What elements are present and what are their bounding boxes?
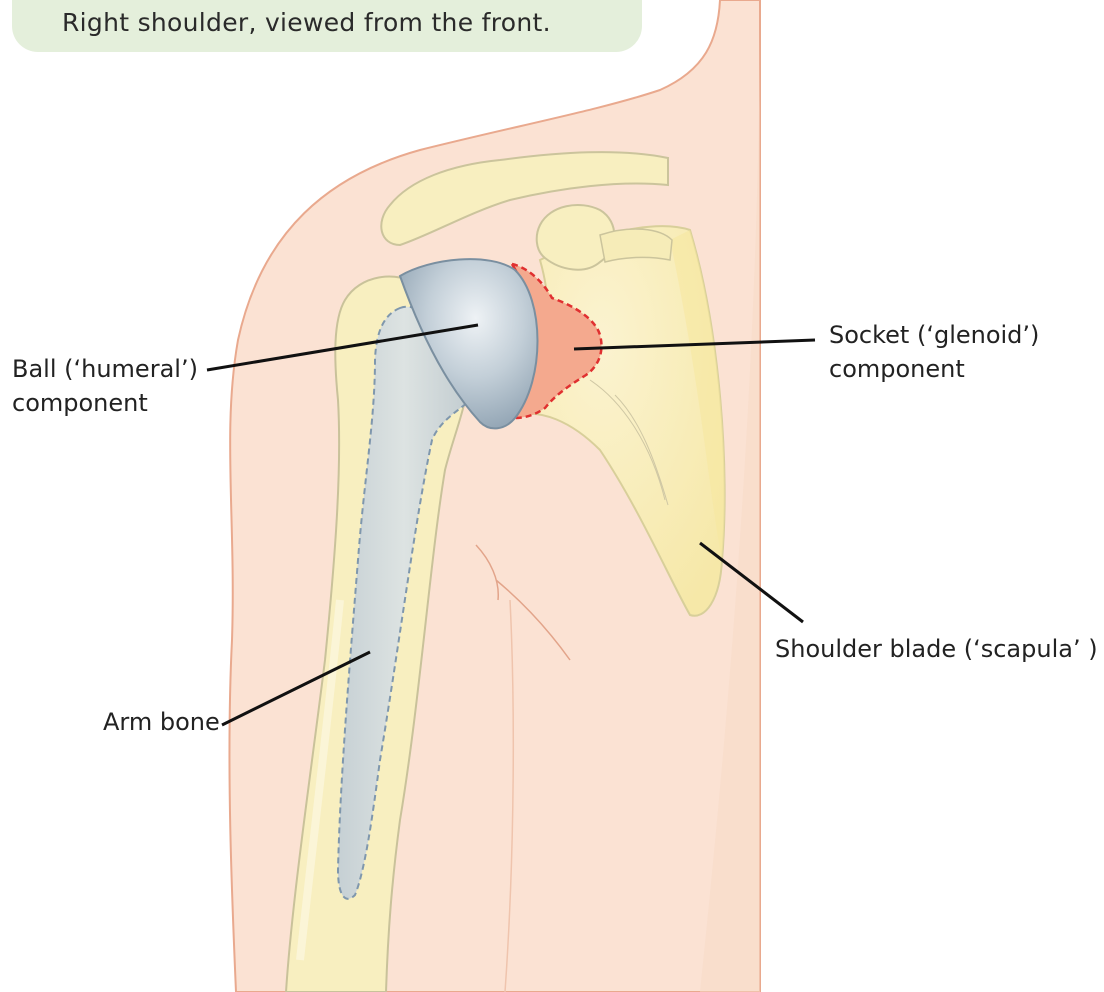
label-ball: Ball (‘humeral’) component bbox=[12, 352, 198, 420]
label-scapula: Shoulder blade (‘scapula’ ) bbox=[775, 632, 1098, 666]
label-socket-line1: Socket (‘glenoid’) bbox=[829, 318, 1039, 352]
label-socket-line2: component bbox=[829, 352, 1039, 386]
label-ball-line1: Ball (‘humeral’) bbox=[12, 352, 198, 386]
label-ball-line2: component bbox=[12, 386, 198, 420]
coracoid-bone bbox=[600, 229, 672, 262]
label-arm-bone: Arm bone bbox=[103, 705, 220, 739]
caption-text: Right shoulder, viewed from the front. bbox=[62, 8, 551, 37]
label-socket: Socket (‘glenoid’) component bbox=[829, 318, 1039, 386]
